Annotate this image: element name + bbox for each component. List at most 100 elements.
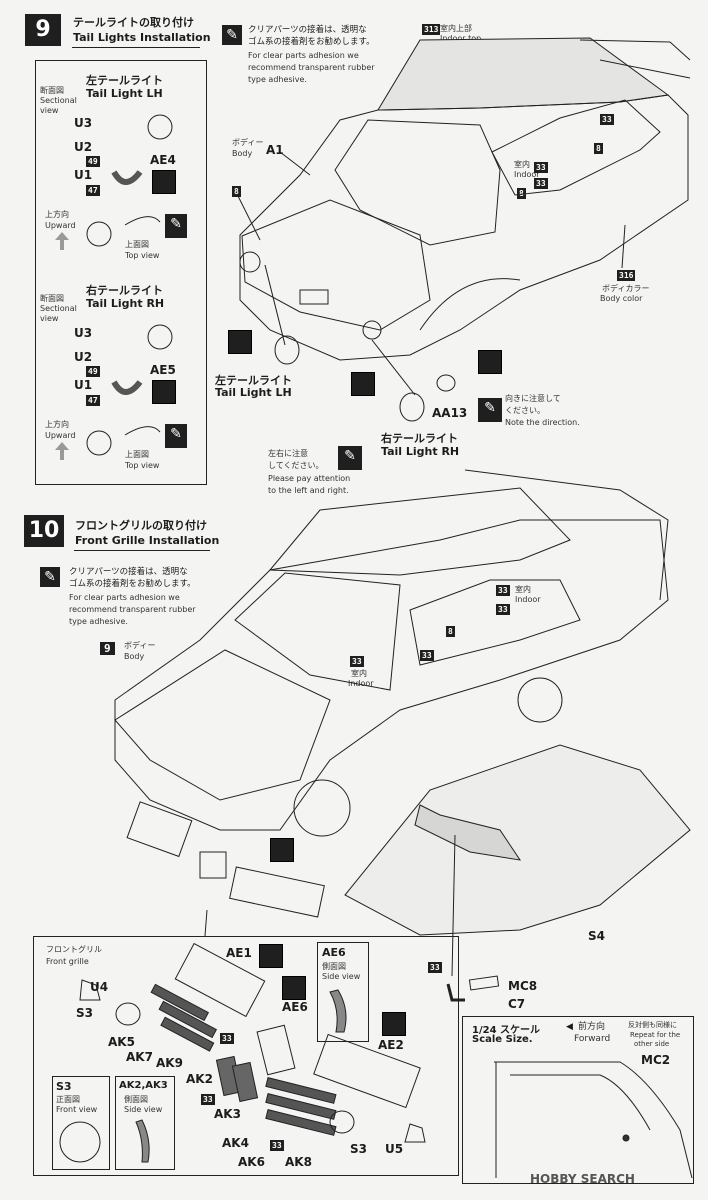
step10-chip-33-d: 33 bbox=[420, 650, 434, 661]
forward-en: Forward bbox=[574, 1034, 611, 1044]
repeat-en-2: other side bbox=[634, 1040, 670, 1048]
grille-piece-mid bbox=[199, 851, 227, 879]
lh-part-u3: U3 bbox=[74, 116, 93, 130]
repeat-en-1: Repeat for the bbox=[630, 1031, 681, 1039]
rh-upward-jp: 上方向 bbox=[45, 420, 69, 429]
leader-a1 bbox=[279, 151, 311, 176]
repeat-jp: 反対側も同様に bbox=[628, 1021, 677, 1029]
part-ak7: AK7 bbox=[126, 1050, 153, 1064]
direction-warning-icon: ✎ bbox=[478, 398, 502, 422]
part-mc2: MC2 bbox=[641, 1053, 671, 1067]
step-10-number: 10 bbox=[24, 515, 64, 547]
part-u5: U5 bbox=[385, 1142, 404, 1156]
part-s3-a: S3 bbox=[76, 1006, 93, 1020]
part-ak4: AK4 bbox=[222, 1136, 249, 1150]
step9-car-rear-window bbox=[334, 119, 501, 246]
step10-car-roof bbox=[268, 487, 571, 576]
step10-car-body bbox=[114, 519, 669, 831]
part-ae1: AE1 bbox=[226, 946, 252, 960]
chip-33-a: 33 bbox=[600, 114, 614, 125]
step-10-note-en-2: recommend transparent rubber bbox=[69, 605, 196, 614]
rh-paint-chip-47: 47 bbox=[86, 395, 100, 406]
part-c7: C7 bbox=[508, 997, 526, 1011]
tail-rh-en: Tail Light RH bbox=[381, 445, 460, 458]
lh-paint-chip-47: 47 bbox=[86, 185, 100, 196]
part-s4: S4 bbox=[588, 929, 605, 943]
step9-car-trunk bbox=[241, 199, 431, 331]
part-ak9: AK9 bbox=[156, 1056, 183, 1070]
step10-chip-33-e: 33 bbox=[428, 962, 442, 973]
lh-warning-icon: ✎ bbox=[165, 214, 187, 238]
step9-aa13-part bbox=[436, 374, 456, 392]
rh-part-u2: U2 bbox=[74, 350, 93, 364]
chip-316: 316 bbox=[617, 270, 636, 281]
part-ak8: AK8 bbox=[285, 1155, 312, 1169]
glue-icon-body-left bbox=[228, 330, 252, 354]
step-9-note-jp: クリアパーツの接着は、透明な ゴム系の接着剤をお勧めします。 bbox=[248, 25, 375, 47]
grille-glue-icon bbox=[270, 838, 294, 862]
ae6-side-title: AE6 bbox=[322, 946, 346, 959]
step-10-note-jp: クリアパーツの接着は、透明な ゴム系の接着剤をお勧めします。 bbox=[69, 567, 196, 589]
step-9-number: 9 bbox=[25, 14, 61, 46]
leader-316 bbox=[621, 224, 626, 269]
tail-lh-jp: 左テールライト bbox=[215, 374, 292, 387]
rh-title-en: Tail Light RH bbox=[86, 297, 165, 310]
lh-top-view-jp: 上面図 bbox=[125, 240, 149, 249]
indoor-jp-step9: 室内 bbox=[514, 160, 530, 169]
grille-piece-left bbox=[126, 801, 193, 858]
chip-33-c: 33 bbox=[534, 178, 548, 189]
leader-tail-lh bbox=[264, 264, 286, 346]
step10-chip-33-a: 33 bbox=[496, 585, 510, 596]
grille-piece-right bbox=[229, 866, 325, 918]
rh-glue-icon bbox=[152, 380, 176, 404]
tail-light-subassembly-panel bbox=[35, 60, 207, 485]
part-ae6: AE6 bbox=[282, 1000, 308, 1014]
grille-chip-33-b: 33 bbox=[201, 1094, 215, 1105]
grille-chip-33-c: 33 bbox=[270, 1140, 284, 1151]
leader-8a bbox=[237, 195, 261, 241]
ae2-glue-icon bbox=[382, 1012, 406, 1036]
scale-jp: 1/24 スケール bbox=[472, 1025, 541, 1036]
rh-part-u3: U3 bbox=[74, 326, 93, 340]
step9-car-license bbox=[299, 289, 329, 305]
step-9-title-en: Tail Lights Installation bbox=[73, 31, 211, 44]
tail-rh-jp: 右テールライト bbox=[381, 432, 458, 445]
lh-upward-en: Upward bbox=[45, 221, 76, 230]
lh-title-en: Tail Light LH bbox=[86, 87, 163, 100]
ae1-glue-icon bbox=[259, 944, 283, 968]
step10-body-chip-9: 9 bbox=[100, 642, 115, 655]
ak-side-en: Side view bbox=[124, 1105, 163, 1114]
part-mc8: MC8 bbox=[508, 979, 538, 993]
ae6-side-en: Side view bbox=[322, 972, 361, 981]
step10-indoor-jp-a: 室内 bbox=[515, 585, 531, 594]
scale-size-box bbox=[462, 1016, 694, 1184]
s4-roof-panel bbox=[344, 744, 691, 936]
step10-indoor-en-a: Indoor bbox=[515, 595, 541, 604]
s4-inner-panel bbox=[414, 804, 522, 861]
part-ak5: AK5 bbox=[108, 1035, 135, 1049]
step-10-note-en-3: type adhesive. bbox=[69, 617, 128, 626]
scale-en: Scale Size. bbox=[472, 1034, 533, 1045]
step10-chip-33-c: 33 bbox=[350, 656, 364, 667]
s3-front-title: S3 bbox=[56, 1080, 72, 1093]
lh-sectional-en-1: Sectional bbox=[40, 96, 77, 105]
step-9-note-en-2: recommend transparent rubber bbox=[248, 63, 375, 72]
step10-car-hood bbox=[114, 649, 331, 801]
step9-car-body bbox=[239, 94, 689, 361]
step10-body-en: Body bbox=[124, 652, 145, 661]
lr-warning-icon: ✎ bbox=[338, 446, 362, 470]
s3-front-jp: 正面図 bbox=[56, 1095, 80, 1104]
inside-en: Inside bbox=[522, 826, 546, 835]
part-aa13: AA13 bbox=[432, 406, 468, 420]
chip-8-b: 8 bbox=[594, 143, 603, 154]
chip-313-top: 313 bbox=[422, 24, 441, 35]
inside-jp: 内側 bbox=[524, 816, 540, 825]
step-10-title-underline bbox=[74, 550, 210, 551]
step-10-title-jp: フロントグリルの取り付け bbox=[75, 519, 207, 532]
lh-sectional-en-2: view bbox=[40, 106, 59, 115]
body-color-en: Body color bbox=[600, 294, 643, 303]
grille-chip-33-a: 33 bbox=[220, 1033, 234, 1044]
part-ak2: AK2 bbox=[186, 1072, 213, 1086]
chip-33-b: 33 bbox=[534, 162, 548, 173]
rh-sectional-en-2: view bbox=[40, 314, 59, 323]
